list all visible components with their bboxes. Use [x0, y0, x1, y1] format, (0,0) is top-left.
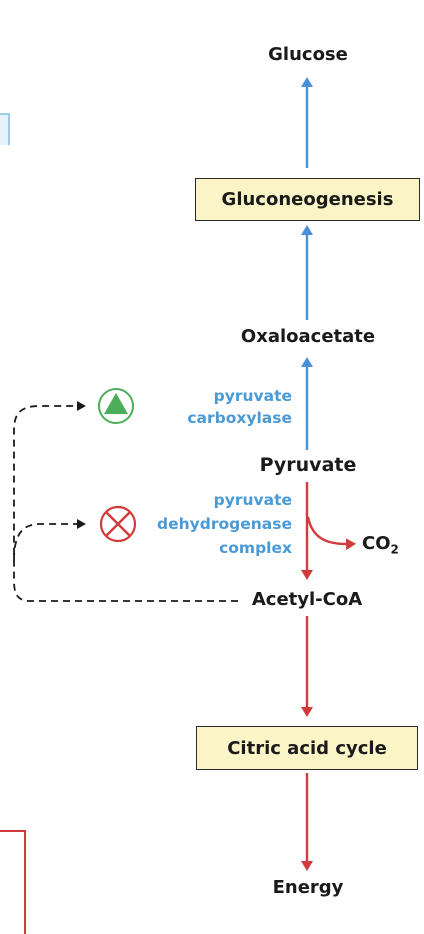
- enzyme-label-line: carboxylase: [187, 409, 292, 427]
- regulation-dashed-branch: [13, 519, 86, 561]
- node-oxaloacetate: Oxaloacetate: [240, 326, 376, 347]
- node-co2: CO2: [362, 535, 399, 556]
- node-co2-text: CO: [362, 533, 391, 554]
- triangle-in-circle-activation-icon: [98, 388, 134, 424]
- node-energy: Energy: [272, 877, 344, 898]
- enzyme-label-line: complex: [219, 539, 292, 557]
- node-gluconeogenesis: Gluconeogenesis: [221, 189, 394, 210]
- node-pyruvate: Pyruvate: [259, 454, 357, 476]
- node-glucose: Glucose: [268, 44, 348, 65]
- enzyme-label-line: pyruvate: [213, 387, 292, 405]
- node-citric-acid-cycle-box: Citric acid cycle: [196, 726, 418, 770]
- partial-red-frame-fragment: [0, 830, 26, 934]
- regulation-dashed-line: [13, 401, 238, 602]
- arrow-co2-release: [306, 516, 356, 551]
- enzyme-pyruvate-carboxylase: pyruvate carboxylase: [150, 385, 292, 435]
- enzyme-label-line: pyruvate: [213, 491, 292, 509]
- node-citric-acid-cycle: Citric acid cycle: [227, 737, 387, 759]
- node-acetyl-coa: Acetyl-CoA: [251, 589, 363, 610]
- x-in-circle-inhibition-icon: [99, 505, 137, 543]
- enzyme-pyruvate-dehydrogenase-complex: pyruvate dehydrogenase complex: [130, 489, 292, 561]
- node-gluconeogenesis-box: Gluconeogenesis: [195, 178, 420, 221]
- partial-panel-fragment: [0, 113, 10, 145]
- node-co2-subscript: 2: [390, 542, 399, 557]
- enzyme-label-line: dehydrogenase: [157, 515, 292, 533]
